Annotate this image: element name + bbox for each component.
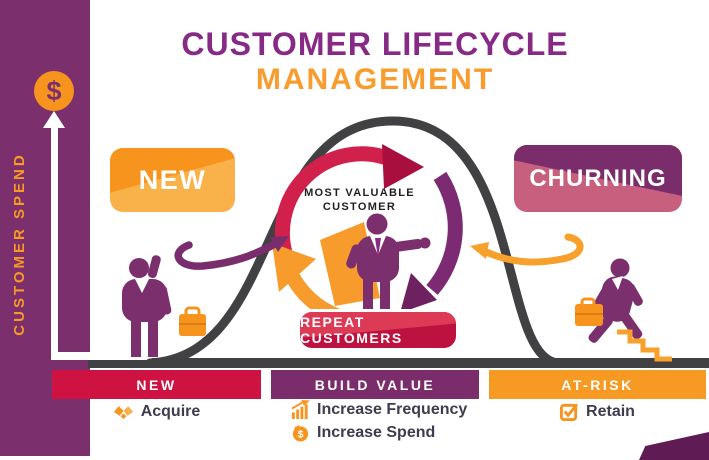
new-customer-figure [122, 255, 172, 357]
cape-shape [320, 222, 380, 306]
action-acquire: Acquire [113, 401, 201, 422]
checkbox-icon [560, 403, 579, 421]
most-valuable-customer-label: MOST VALUABLE CUSTOMER [304, 187, 415, 213]
arrow-churn-to-core [470, 233, 584, 266]
phase-bar-new: NEW [52, 370, 261, 399]
repeat-customers-badge: REPEAT CUSTOMERS [297, 309, 459, 351]
action-increase-spend: $ Increase Spend [291, 422, 435, 443]
actions-build-value: Increase Frequency $ Increase Spend [291, 399, 499, 443]
action-label: Increase Spend [317, 424, 436, 441]
arrow-new-to-core [174, 236, 289, 270]
new-stage-label: NEW [138, 164, 207, 195]
action-increase-frequency: Increase Frequency [291, 399, 467, 420]
action-label: Retain [586, 403, 635, 420]
handshake-icon [113, 405, 133, 419]
title-line-1: CUSTOMER LIFECYCLE [181, 26, 569, 62]
ground-line [88, 358, 709, 368]
page-title: CUSTOMER LIFECYCLE MANAGEMENT [70, 26, 680, 98]
churning-briefcase-icon [575, 297, 603, 326]
action-retain: Retain [560, 401, 635, 422]
repeat-customers-label: REPEAT CUSTOMERS [300, 314, 403, 346]
y-axis-arrow-head [43, 111, 65, 128]
corner-ribbon [639, 432, 709, 460]
phase-bar-build-value: BUILD VALUE [271, 370, 479, 399]
phase-bar-at-risk: AT-RISK [489, 370, 706, 399]
x-axis-line [51, 352, 152, 360]
y-axis-label: CUSTOMER SPEND [11, 152, 28, 336]
svg-text:$: $ [298, 430, 304, 441]
title-line-2: MANAGEMENT [255, 63, 495, 96]
phase-label: BUILD VALUE [314, 376, 436, 393]
stairs-icon [617, 329, 672, 362]
dollar-symbol: $ [46, 76, 62, 106]
actions-at-risk: Retain [489, 401, 706, 422]
piggy-bank-icon: $ [292, 424, 309, 442]
dollar-coin-icon: $ [34, 71, 74, 111]
y-axis-line [51, 126, 58, 354]
phase-label: NEW [136, 376, 177, 393]
churning-stage-badge: CHURNING [514, 145, 682, 212]
phase-label: AT-RISK [561, 376, 634, 393]
growth-chart-icon [291, 400, 310, 419]
action-label: Increase Frequency [317, 401, 468, 418]
actions-new: Acquire [52, 401, 261, 422]
churning-stage-label: CHURNING [529, 164, 667, 192]
action-label: Acquire [140, 403, 201, 420]
new-stage-badge: NEW [110, 148, 235, 212]
churning-figure [588, 258, 643, 343]
briefcase-icon [179, 306, 206, 336]
mvc-figure [346, 213, 431, 311]
